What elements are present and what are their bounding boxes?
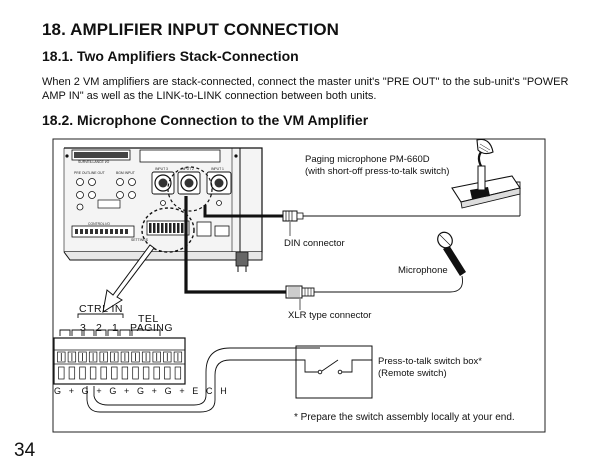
terminal-socket xyxy=(58,366,65,380)
din-connector-plug xyxy=(282,210,304,222)
xlr-connector-label: XLR type connector xyxy=(288,310,372,321)
diagram-frame xyxy=(52,138,546,433)
terminal-labels: G + G + G + G + G + E C H xyxy=(54,386,230,396)
terminal-socket xyxy=(153,366,160,380)
subsection-1-body: When 2 VM amplifiers are stack-connected… xyxy=(42,76,569,102)
page-number: 34 xyxy=(14,440,36,461)
ptt-wire-a xyxy=(86,359,296,413)
subsection-2-title: 18.2. Microphone Connection to the VM Am… xyxy=(42,112,369,128)
input-3-jack xyxy=(151,171,175,206)
panel-label-line-out: LINE OUT xyxy=(89,171,105,175)
pin-2-label: 2 xyxy=(96,322,103,334)
ctrl-in-brackets xyxy=(59,313,161,336)
terminal-socket xyxy=(174,366,182,380)
terminal-socket xyxy=(142,366,150,380)
paging-microphone-illustration xyxy=(451,138,521,209)
press-to-talk-switch-box xyxy=(295,345,373,399)
din-cable xyxy=(203,205,285,218)
xlr-connector-plug xyxy=(285,285,315,299)
amplifier-rear-panel xyxy=(63,147,263,272)
terminal-socket xyxy=(111,366,118,380)
terminal-socket xyxy=(100,366,107,380)
panel-label-pre-out: PRE OUT xyxy=(74,171,90,175)
terminal-socket xyxy=(132,366,139,380)
terminal-socket xyxy=(68,366,76,380)
tel-label: TEL xyxy=(138,313,159,325)
ptt-wire-b xyxy=(93,347,296,406)
panel-label-settings: SETTINGS xyxy=(131,238,148,242)
pin-3-label: 3 xyxy=(80,322,87,334)
panel-label-bgm-input: BGM INPUT xyxy=(116,171,135,175)
din-connector-label: DIN connector xyxy=(284,238,345,249)
microphone-label: Microphone xyxy=(398,265,448,276)
input-2-jack xyxy=(177,171,201,195)
ctrl-in-label: CTRL IN xyxy=(79,303,123,315)
subsection-1-title: 18.1. Two Amplifiers Stack-Connection xyxy=(42,48,299,64)
footnote: * Prepare the switch assembly locally at… xyxy=(294,412,515,423)
paging-mic-label-1: Paging microphone PM-660D xyxy=(305,154,430,165)
paging-mic-label-2: (with short-off press-to-talk switch) xyxy=(305,166,450,177)
panel-label-input2: INPUT 2 xyxy=(181,167,194,171)
paging-label: PAGING xyxy=(130,322,174,334)
xlr-cable xyxy=(184,196,287,294)
input-highlight xyxy=(167,166,213,212)
microphone-illustration xyxy=(437,231,466,276)
input-1-jack xyxy=(206,171,232,206)
zoom-arrow xyxy=(102,244,155,314)
pin-1-label: 1 xyxy=(112,322,119,334)
terminal-screws xyxy=(57,351,183,380)
section-title: 18. AMPLIFIER INPUT CONNECTION xyxy=(42,20,340,39)
terminal-highlight xyxy=(141,207,195,253)
ptt-box-label-2: (Remote switch) xyxy=(378,368,447,379)
panel-label-surveillance: SURVEILLANCE I/O xyxy=(78,160,110,164)
ptt-box-label-1: Press-to-talk switch box* xyxy=(378,356,483,367)
terminal-socket xyxy=(89,366,97,380)
terminal-socket xyxy=(121,366,129,380)
terminal-socket xyxy=(79,366,86,380)
panel-label-input1: INPUT 1 xyxy=(211,167,224,171)
panel-label-input3: INPUT 3 xyxy=(155,167,168,171)
panel-label-control-io: CONTROL I/O xyxy=(88,222,110,226)
terminal-socket xyxy=(164,366,171,380)
